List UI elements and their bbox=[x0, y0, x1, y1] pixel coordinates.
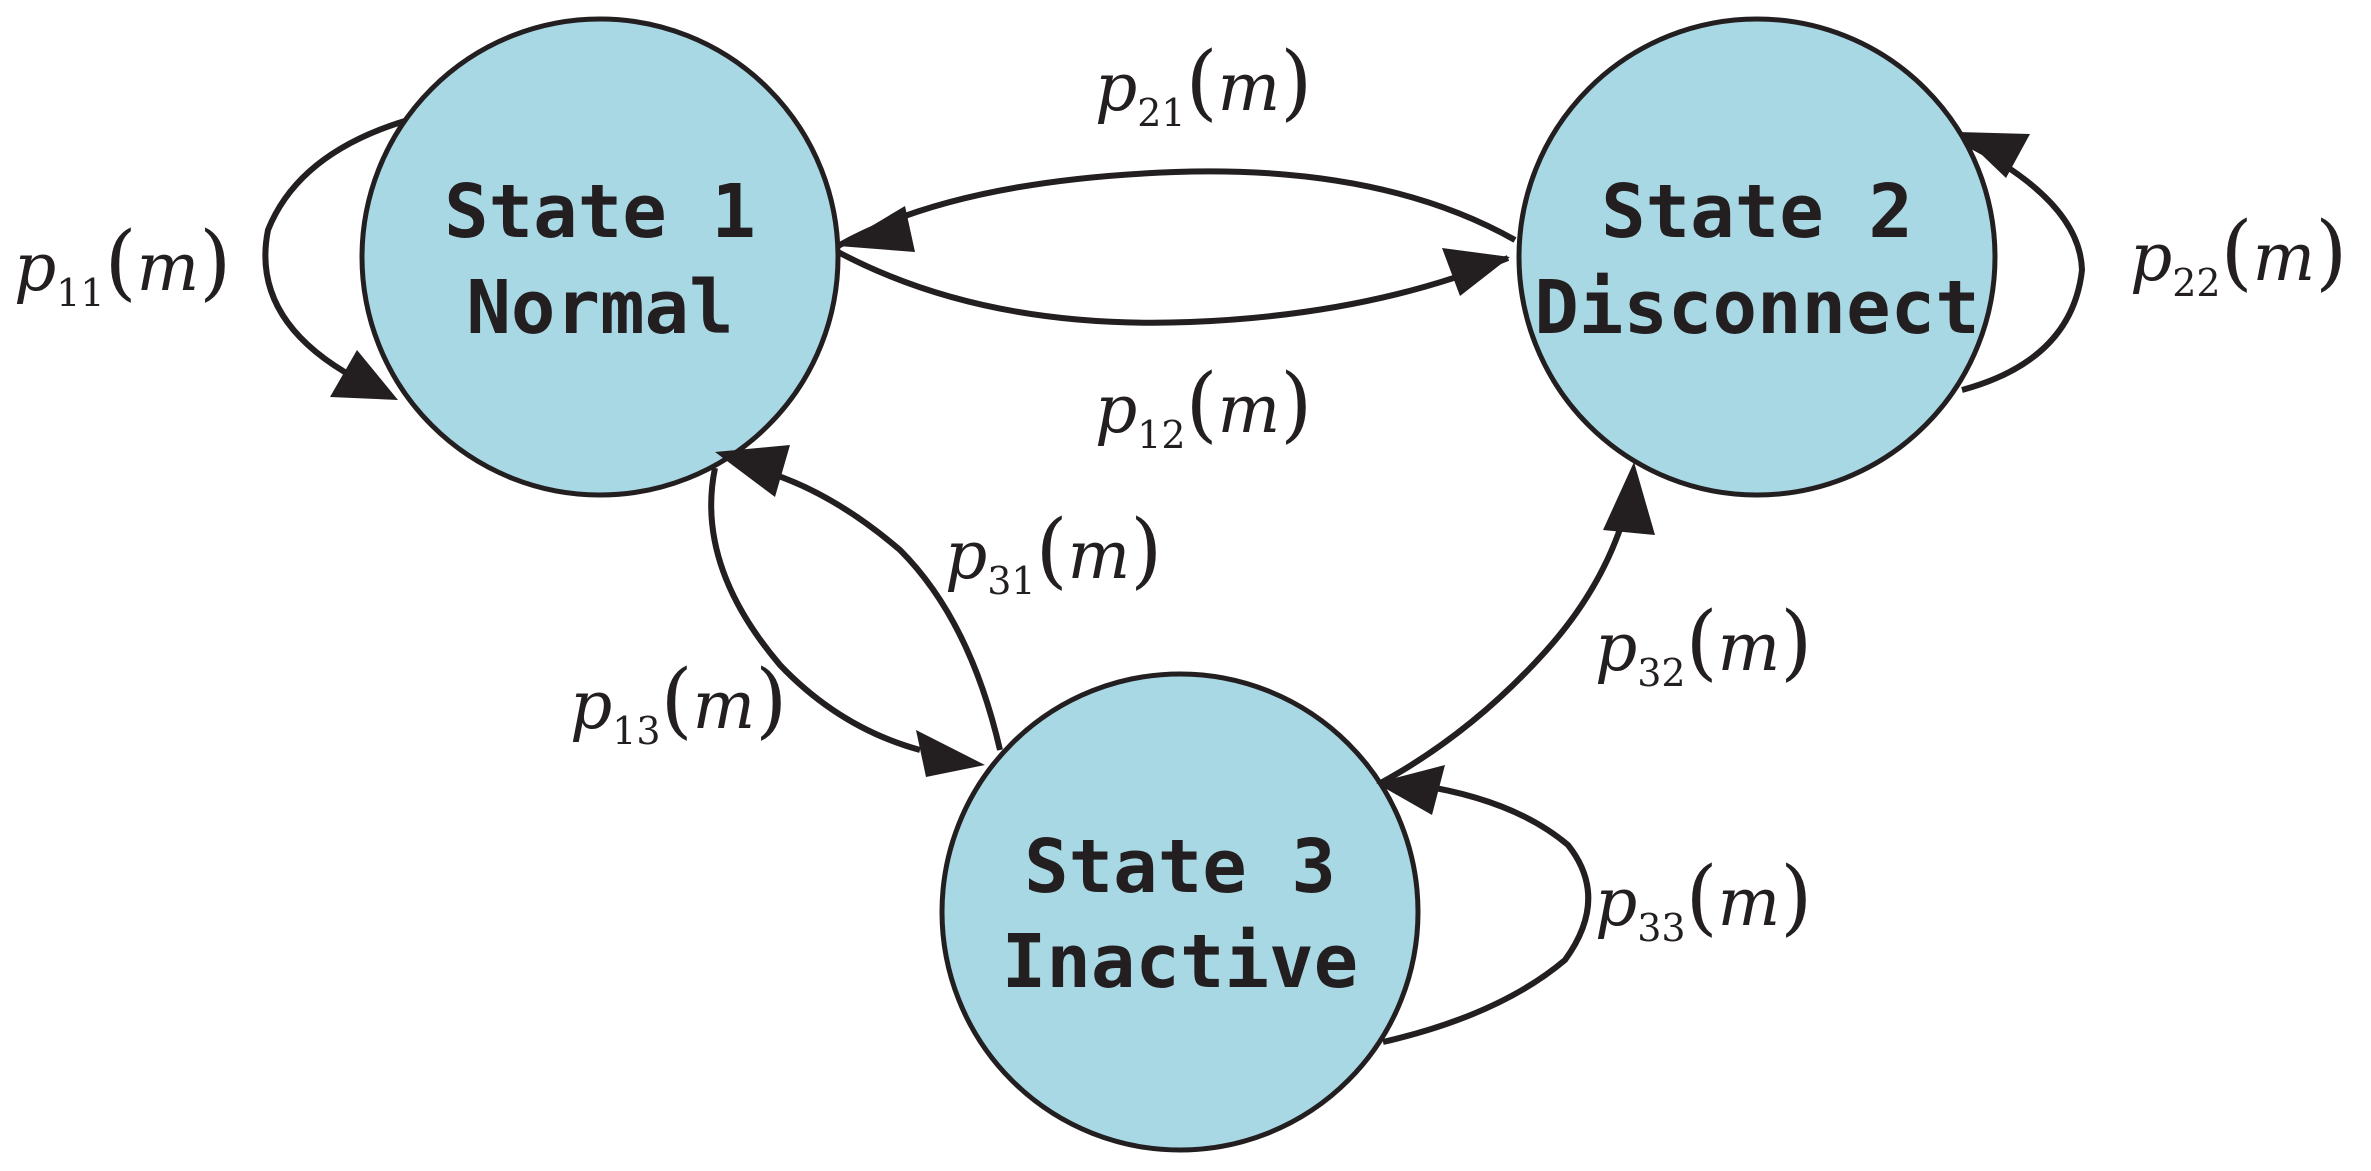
svg-text:p32(m): p32(m) bbox=[1595, 595, 1812, 695]
svg-text:p21(m): p21(m) bbox=[1095, 35, 1312, 135]
state-3-node: State 3 Inactive bbox=[939, 671, 1421, 1153]
label-p13: p13(m) bbox=[570, 653, 787, 753]
arrowhead-p31 bbox=[715, 445, 790, 497]
state-3-subtitle: Inactive bbox=[1002, 919, 1358, 1005]
label-p33: p33(m) bbox=[1595, 850, 1812, 950]
arrowheads bbox=[330, 132, 2030, 815]
state-3-title: State 3 bbox=[1024, 824, 1336, 910]
state-1-subtitle: Normal bbox=[466, 265, 733, 351]
edge-labels: p21(m) p12(m) p11(m) p22(m) p31(m) bbox=[14, 35, 2347, 950]
arrowhead-p13 bbox=[916, 730, 985, 777]
label-p11: p11(m) bbox=[14, 215, 231, 315]
svg-text:p11(m): p11(m) bbox=[14, 215, 231, 315]
arrowhead-p32 bbox=[1603, 462, 1655, 535]
edge-p11 bbox=[262, 115, 416, 381]
state-2-circle bbox=[1516, 16, 1998, 498]
label-p22: p22(m) bbox=[2130, 205, 2347, 305]
edge-p33 bbox=[1382, 782, 1592, 1045]
svg-text:p31(m): p31(m) bbox=[945, 503, 1162, 603]
edge-p31 bbox=[759, 467, 1003, 751]
arrowhead-p21 bbox=[838, 206, 915, 252]
edges bbox=[262, 115, 2086, 1045]
edge-p22 bbox=[1958, 137, 2086, 393]
arrowhead-p11 bbox=[330, 350, 398, 400]
edge-p21 bbox=[836, 168, 1517, 249]
svg-text:p13(m): p13(m) bbox=[570, 653, 787, 753]
edge-p13 bbox=[708, 467, 921, 753]
arrowhead-p12 bbox=[1442, 248, 1510, 296]
svg-text:p12(m): p12(m) bbox=[1095, 357, 1312, 457]
edge-p32 bbox=[1375, 494, 1633, 788]
state-2-subtitle: Disconnect bbox=[1534, 265, 1980, 351]
svg-text:p33(m): p33(m) bbox=[1595, 850, 1812, 950]
state-2-node: State 2 Disconnect bbox=[1516, 16, 1998, 498]
label-p31: p31(m) bbox=[945, 503, 1162, 603]
label-p32: p32(m) bbox=[1595, 595, 1812, 695]
state-1-circle bbox=[359, 16, 841, 498]
arrowhead-p33 bbox=[1376, 765, 1445, 815]
arrowhead-p22 bbox=[1958, 132, 2030, 178]
label-p21: p21(m) bbox=[1095, 35, 1312, 135]
state-1-node: State 1 Normal bbox=[359, 16, 841, 498]
svg-text:p22(m): p22(m) bbox=[2130, 205, 2347, 305]
state-2-title: State 2 bbox=[1601, 169, 1913, 255]
edge-p12 bbox=[836, 249, 1510, 326]
state-3-circle bbox=[939, 671, 1421, 1153]
state-1-title: State 1 bbox=[444, 169, 756, 255]
label-p12: p12(m) bbox=[1095, 357, 1312, 457]
